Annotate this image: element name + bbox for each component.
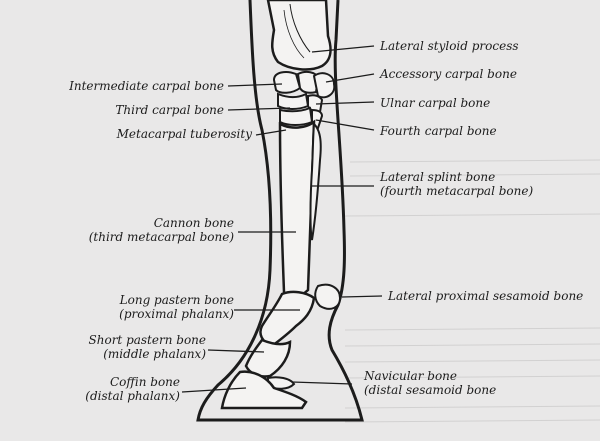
label-cannon-bone-sub: (third metacarpal bone) [88, 230, 234, 244]
lateral-splint-bone [309, 121, 322, 241]
leg-skin-outline [196, 0, 364, 422]
label-lateral-splint-bone-sub: (fourth metacarpal bone) [380, 184, 534, 198]
label-lateral-styloid-process: Lateral styloid process [380, 39, 519, 53]
label-navicular-bone-sub: (distal sesamoid bone [364, 383, 497, 397]
carpal-bones [272, 70, 336, 130]
long-pastern-bone [259, 290, 316, 348]
label-fourth-carpal-bone: Fourth carpal bone [380, 124, 497, 138]
label-navicular-bone-name: Navicular bone [364, 369, 457, 383]
label-long-pastern-bone-name: Long pastern bone [119, 293, 234, 307]
label-short-pastern-bone: Short pastern bone (middle phalanx) [89, 333, 206, 361]
short-pastern-bone [244, 338, 292, 378]
label-cannon-bone: Cannon bone (third metacarpal bone) [89, 216, 234, 244]
cannon-bone [278, 119, 316, 298]
label-coffin-bone-sub: (distal phalanx) [85, 389, 180, 403]
leader-lines [181, 45, 383, 393]
label-lateral-splint-bone: Lateral splint bone (fourth metacarpal b… [380, 170, 533, 198]
label-lateral-proximal-sesamoid-bone: Lateral proximal sesamoid bone [388, 289, 584, 303]
label-ulnar-carpal-bone: Ulnar carpal bone [380, 96, 491, 110]
coffin-bone [220, 370, 308, 410]
bleed-through-lines [344, 159, 600, 423]
label-intermediate-carpal-bone: Intermediate carpal bone [69, 79, 224, 93]
label-navicular-bone: Navicular bone (distal sesamoid bone [364, 369, 496, 397]
label-coffin-bone: Coffin bone (distal phalanx) [85, 375, 180, 403]
label-coffin-bone-name: Coffin bone [109, 375, 180, 389]
label-cannon-bone-name: Cannon bone [153, 216, 234, 230]
label-short-pastern-bone-name: Short pastern bone [88, 333, 206, 347]
label-metacarpal-tuberosity: Metacarpal tuberosity [116, 127, 252, 141]
lateral-proximal-sesamoid [314, 283, 342, 310]
bleed-through-text [360, 205, 364, 219]
label-short-pastern-bone-sub: (middle phalanx) [103, 347, 206, 361]
label-third-carpal-bone: Third carpal bone [115, 103, 224, 117]
label-long-pastern-bone-sub: (proximal phalanx) [119, 307, 234, 321]
label-lateral-splint-bone-name: Lateral splint bone [380, 170, 496, 184]
label-accessory-carpal-bone: Accessory carpal bone [380, 67, 517, 81]
label-long-pastern-bone: Long pastern bone (proximal phalanx) [119, 293, 234, 321]
